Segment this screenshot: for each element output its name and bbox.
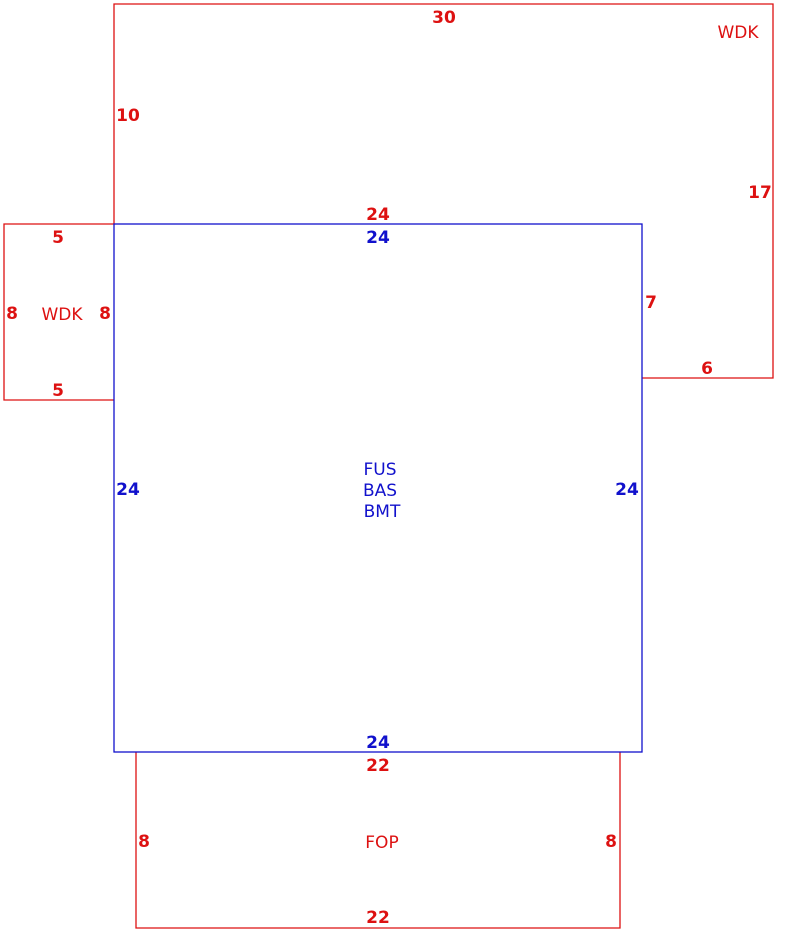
porch-label: FOP bbox=[365, 833, 398, 853]
porch-bottom-dim: 22 bbox=[366, 908, 390, 928]
main-code-2: BAS bbox=[363, 481, 397, 501]
upper-deck-inner-right-dim: 7 bbox=[645, 293, 657, 313]
left-deck-top-dim: 5 bbox=[52, 228, 64, 248]
porch-left-dim: 8 bbox=[138, 832, 150, 852]
main-top-dim: 24 bbox=[366, 228, 390, 248]
upper-deck-label: WDK bbox=[717, 23, 759, 43]
upper-deck-bottom-dim: 6 bbox=[701, 359, 713, 379]
left-deck-right-dim: 8 bbox=[99, 304, 111, 324]
upper-deck-right-dim: 17 bbox=[748, 183, 772, 203]
left-deck-outline bbox=[3, 223, 114, 401]
upper-deck-outline bbox=[113, 3, 774, 379]
porch-right-dim: 8 bbox=[605, 832, 617, 852]
main-bottom-dim: 24 bbox=[366, 733, 390, 753]
upper-deck-left-dim: 10 bbox=[116, 106, 140, 126]
main-building-outline bbox=[113, 223, 643, 753]
main-code-3: BMT bbox=[364, 502, 401, 522]
left-deck-label: WDK bbox=[41, 305, 83, 325]
main-left-dim: 24 bbox=[116, 480, 140, 500]
main-right-dim: 24 bbox=[615, 480, 639, 500]
porch-top-dim: 22 bbox=[366, 756, 390, 776]
left-deck-left-dim: 8 bbox=[6, 304, 18, 324]
main-code-1: FUS bbox=[363, 460, 396, 480]
upper-deck-inner-top-dim: 24 bbox=[366, 205, 390, 225]
front-porch-outline bbox=[135, 752, 621, 929]
upper-deck-top-dim: 30 bbox=[432, 8, 456, 28]
left-deck-bottom-dim: 5 bbox=[52, 381, 64, 401]
